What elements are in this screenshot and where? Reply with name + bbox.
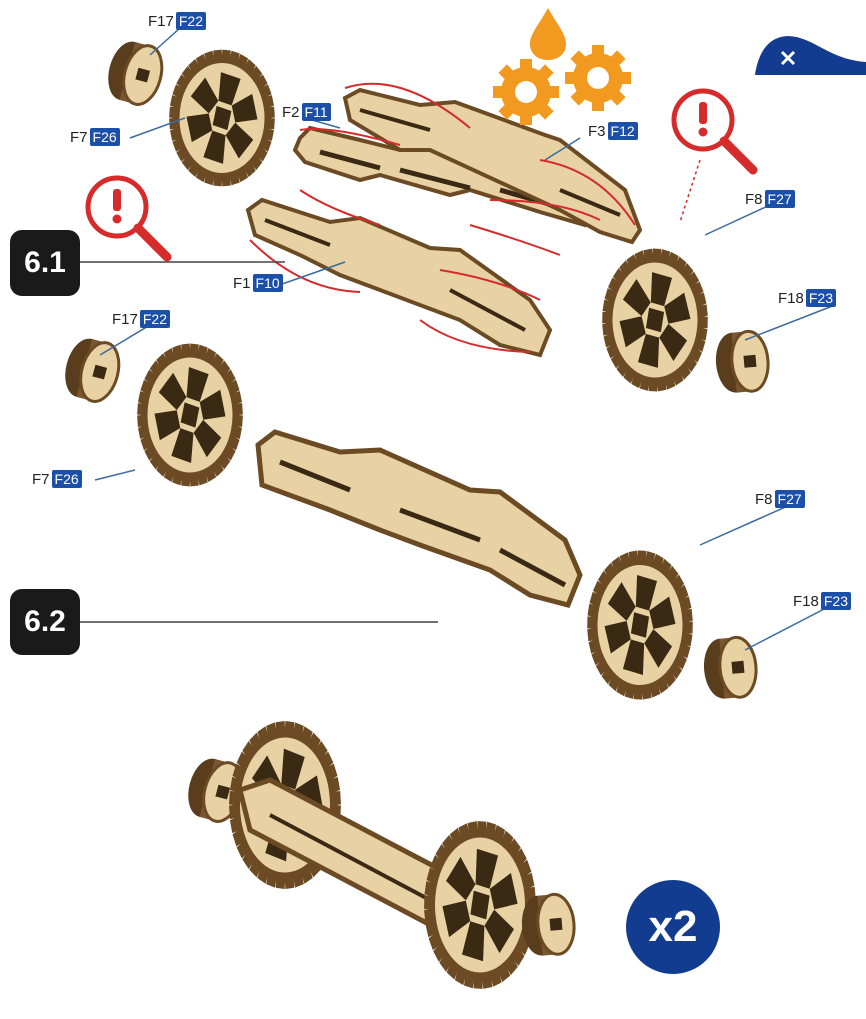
part-code: F26 bbox=[52, 470, 82, 488]
part-code: F22 bbox=[176, 12, 206, 30]
part-name: F18 bbox=[793, 594, 819, 609]
gear-f8-top bbox=[592, 235, 717, 404]
part-name: F2 bbox=[282, 105, 300, 120]
gear-f7-top bbox=[157, 34, 286, 201]
part-name: F8 bbox=[755, 492, 773, 507]
part-name: F7 bbox=[32, 472, 50, 487]
part-name: F18 bbox=[778, 291, 804, 306]
oil-gears-icon bbox=[493, 8, 631, 125]
part-code: F27 bbox=[765, 190, 795, 208]
part-name: F7 bbox=[70, 130, 88, 145]
part-code: F22 bbox=[140, 310, 170, 328]
step-badge-6-2: 6.2 bbox=[10, 589, 80, 655]
final-assembly bbox=[182, 702, 576, 1004]
warning-magnifier-icon bbox=[674, 91, 753, 170]
part-code: F12 bbox=[608, 122, 638, 140]
part-name: F8 bbox=[745, 192, 763, 207]
warning-magnifier-icon bbox=[88, 178, 167, 257]
part-name: F3 bbox=[588, 124, 606, 139]
part-code: F10 bbox=[253, 274, 283, 292]
close-tab-icon bbox=[755, 36, 866, 75]
part-code: F27 bbox=[775, 490, 805, 508]
bushing-f17-mid bbox=[59, 334, 125, 405]
part-code: F11 bbox=[302, 103, 331, 121]
gear-f8-mid bbox=[577, 537, 702, 713]
step-badge-6-1: 6.1 bbox=[10, 230, 80, 296]
bushing-f18-top bbox=[713, 330, 770, 394]
quantity-badge: x2 bbox=[626, 880, 720, 974]
bushing-f18-mid bbox=[701, 636, 758, 700]
shaft-piece-f1 bbox=[248, 200, 550, 355]
part-code: F26 bbox=[90, 128, 120, 146]
part-name: F17 bbox=[148, 14, 174, 29]
shaft-assembled-mid bbox=[258, 432, 580, 605]
part-code: F23 bbox=[806, 289, 836, 307]
gear-f7-mid bbox=[125, 328, 254, 503]
part-name: F17 bbox=[112, 312, 138, 327]
warning-pointer bbox=[680, 160, 700, 222]
part-name: F1 bbox=[233, 276, 251, 291]
part-code: F23 bbox=[821, 592, 851, 610]
